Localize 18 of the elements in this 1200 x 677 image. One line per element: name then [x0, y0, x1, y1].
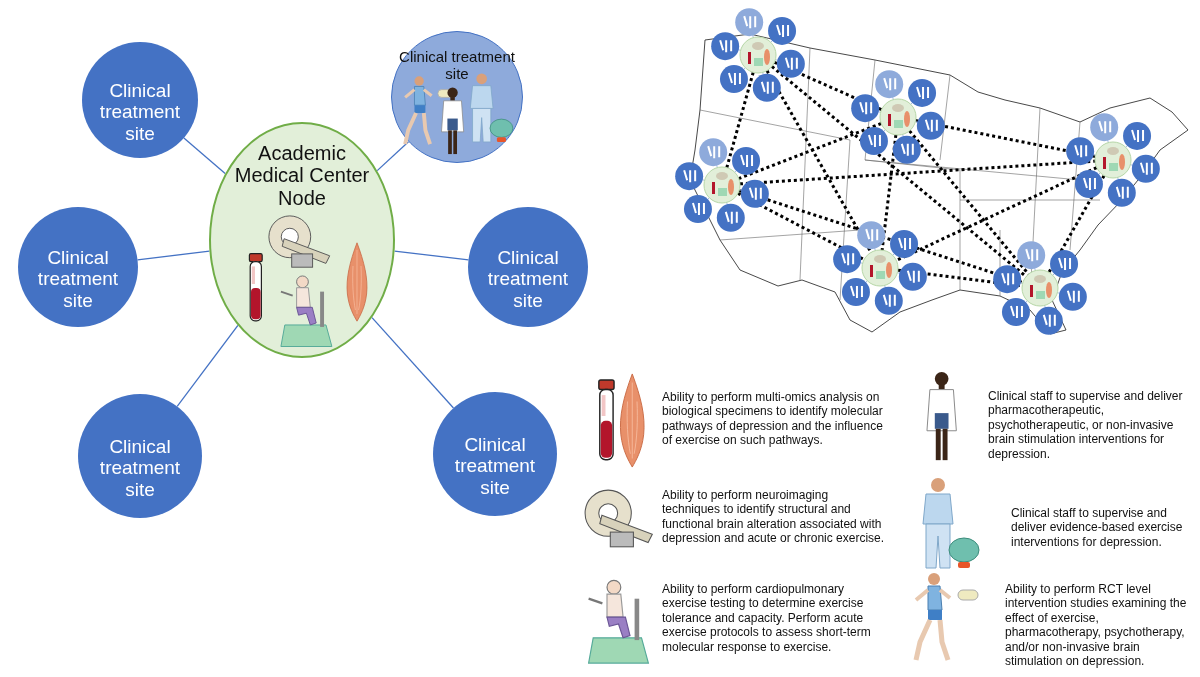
site-label: Clinical treatment site — [486, 247, 570, 311]
connector-line — [371, 317, 455, 409]
legend-text: Ability to perform multi-omics analysis on biological specimens to identify molecular pathways of depression and the influence of exercise on such pathways. — [662, 390, 884, 448]
connector-line — [393, 250, 470, 261]
site-label: Clinical treatment site — [36, 247, 120, 311]
legend-text: Ability to perform neuroimaging techniques to identify structural and functional brain alteration associated with depression and acute or chronic exercise. — [662, 488, 886, 546]
site-label: Clinical treatment site — [98, 436, 182, 500]
site-label: Clinical treatment site — [453, 434, 537, 498]
hub-label: Academic Medical Center Node — [233, 142, 371, 210]
legend-text: Clinical staff to supervise and deliver evidence-based exercise interventions for depression. — [1011, 506, 1184, 550]
connector-line — [376, 141, 410, 172]
legend-text: Ability to perform cardiopulmonary exercise testing to determine exercise tolerance and capacity. Perform acute exercise protocols to assess short-term molecular response to exercise. — [662, 582, 872, 654]
legend-text: Ability to perform RCT level intervention studies examining the effect of exercise, pharmacotherapy, psychotherapy, and/or non-invasive brain stimulation on depression. — [1005, 582, 1188, 669]
legend-text: Clinical staff to supervise and deliver pharmacotherapeutic, psychotherapeutic, or non-invasive brain stimulation interventions for depression. — [988, 389, 1184, 461]
connector-line — [183, 137, 226, 175]
site-label: Clinical treatment site — [98, 80, 182, 144]
connector-line — [176, 324, 239, 408]
connector-line — [136, 250, 211, 261]
